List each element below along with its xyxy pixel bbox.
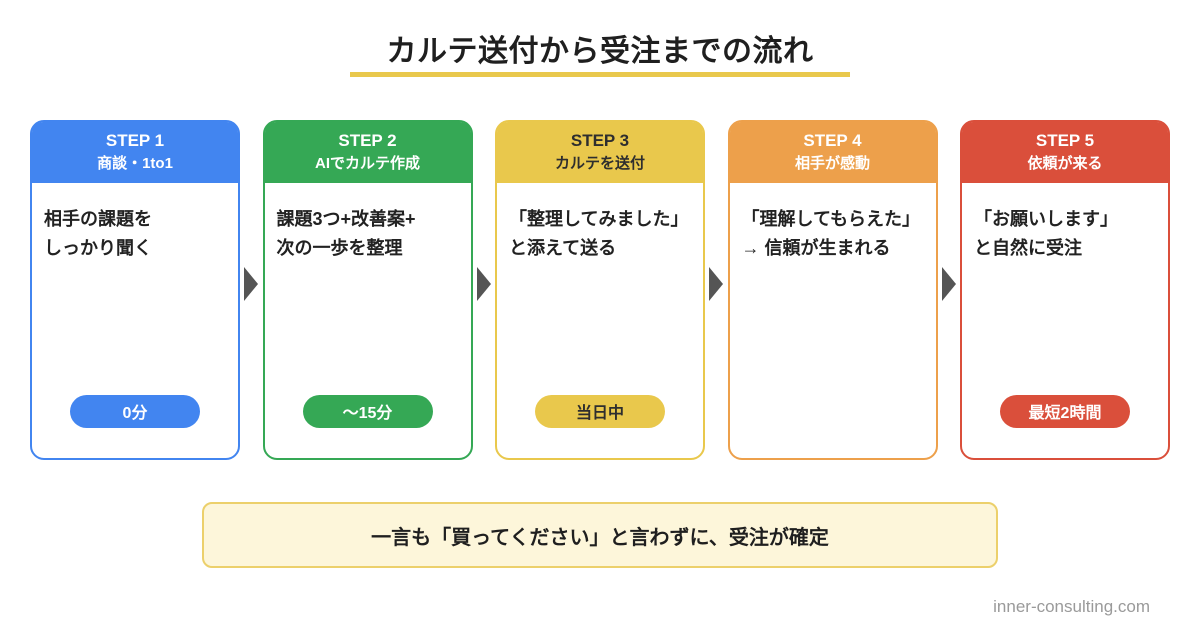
arrow-gap-4 bbox=[938, 120, 961, 460]
arrow-right-icon bbox=[709, 267, 724, 301]
step-3-body: 「整理してみました」 と添えて送る bbox=[509, 208, 689, 258]
arrow-right-icon bbox=[476, 267, 491, 301]
step-5-body: 「お願いします」 と自然に受注 bbox=[974, 208, 1118, 258]
step-1-header: STEP 1 商談・1to1 bbox=[32, 122, 238, 183]
step-4-subtitle: 相手が感動 bbox=[794, 154, 870, 172]
step-1-body: 相手の課題を しっかり聞く bbox=[44, 208, 152, 258]
step-5-subtitle: 依頼が来る bbox=[1027, 154, 1103, 172]
step-card-4: STEP 4 相手が感動 「理解してもらえた」 → 信頼が生まれる bbox=[727, 120, 938, 460]
step-3-subtitle: カルテを送付 bbox=[554, 154, 645, 172]
step-5-header: STEP 5 依頼が来る bbox=[962, 122, 1168, 183]
step-1-subtitle: 商談・1to1 bbox=[97, 154, 173, 172]
steps-row: STEP 1 商談・1to1 相手の課題を しっかり聞く 0分 STEP 2 A… bbox=[30, 120, 1170, 460]
step-2-header: STEP 2 AIでカルテ作成 bbox=[264, 122, 471, 183]
step-card-5: STEP 5 依頼が来る 「お願いします」 と自然に受注 最短2時間 bbox=[960, 120, 1170, 460]
step-4-body: 「理解してもらえた」 → 信頼が生まれる bbox=[741, 208, 921, 258]
arrow-right-icon bbox=[941, 267, 956, 301]
step-5-label: STEP 5 bbox=[1035, 131, 1095, 150]
page-title: カルテ送付から受注までの流れ bbox=[386, 35, 814, 68]
step-1-label: STEP 1 bbox=[105, 131, 165, 150]
summary-banner-text: 一言も「買ってください」と言わずに、受注が確定 bbox=[371, 526, 829, 549]
step-3-label: STEP 3 bbox=[570, 131, 630, 150]
arrow-gap-2 bbox=[473, 120, 496, 460]
step-4-label: STEP 4 bbox=[803, 131, 862, 150]
arrow-right-icon bbox=[244, 267, 259, 301]
site-credit: inner-consulting.com bbox=[993, 597, 1150, 616]
step-3-header: STEP 3 カルテを送付 bbox=[497, 122, 703, 183]
step-card-3: STEP 3 カルテを送付 「整理してみました」 と添えて送る 当日中 bbox=[495, 120, 705, 460]
arrow-gap-3 bbox=[705, 120, 728, 460]
step-card-1: STEP 1 商談・1to1 相手の課題を しっかり聞く 0分 bbox=[30, 120, 240, 460]
step-4-header: STEP 4 相手が感動 bbox=[729, 122, 936, 183]
step-3-badge: 当日中 bbox=[535, 395, 665, 428]
step-2-badge: 〜15分 bbox=[302, 395, 433, 428]
summary-banner: 一言も「買ってください」と言わずに、受注が確定 bbox=[202, 502, 998, 568]
step-2-subtitle: AIでカルテ作成 bbox=[314, 154, 420, 172]
step-card-2: STEP 2 AIでカルテ作成 課題3つ+改善案+ 次の一歩を整理 〜15分 bbox=[262, 120, 473, 460]
arrow-gap-1 bbox=[240, 120, 263, 460]
step-5-badge: 最短2時間 bbox=[1000, 395, 1130, 428]
step-2-body: 課題3つ+改善案+ 次の一歩を整理 bbox=[276, 208, 416, 258]
step-1-badge: 0分 bbox=[70, 395, 200, 428]
title-underline bbox=[350, 72, 850, 77]
step-2-label: STEP 2 bbox=[338, 131, 397, 150]
